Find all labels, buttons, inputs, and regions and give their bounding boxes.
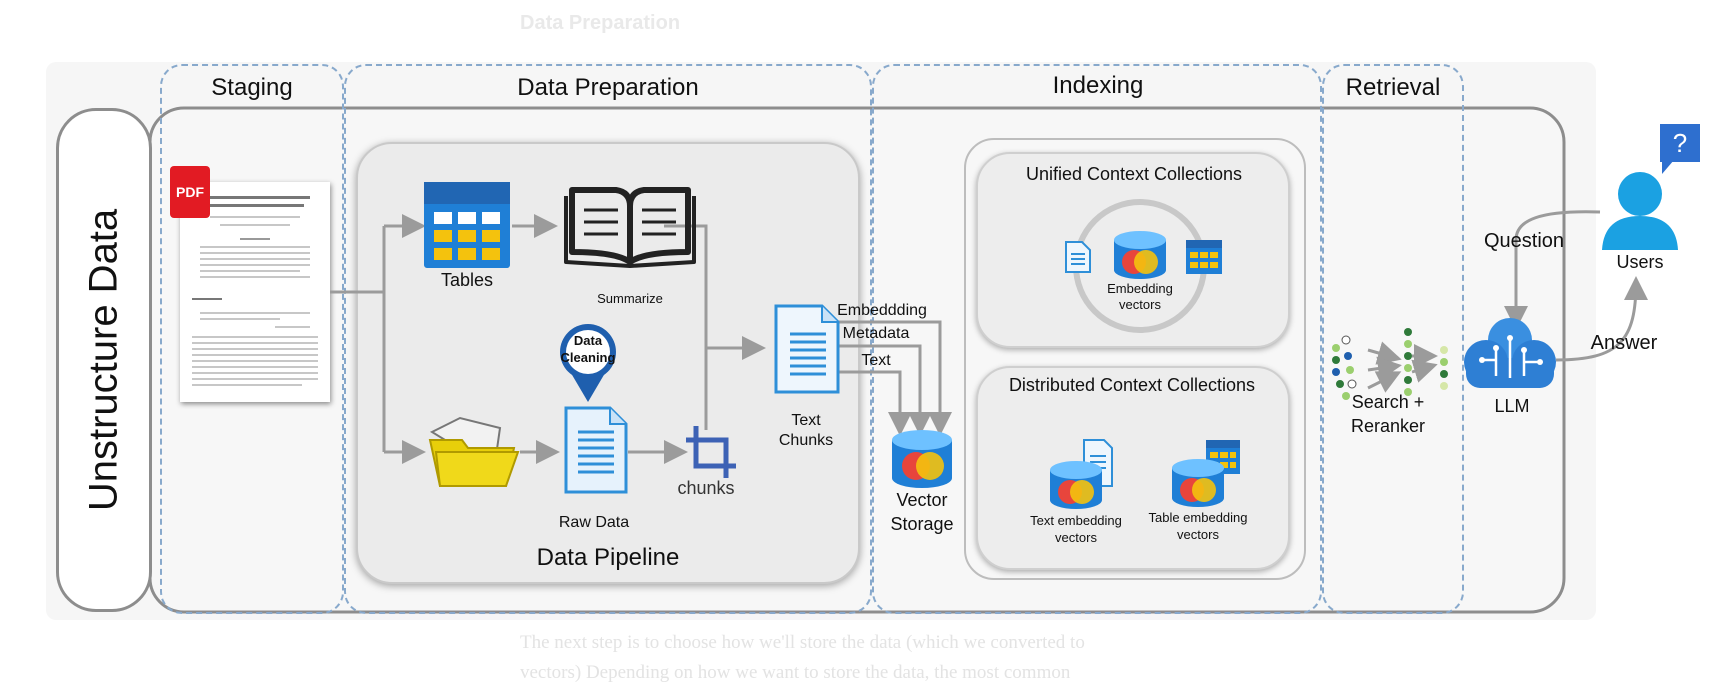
document-icon [774,304,840,394]
answer-label: Answer [1590,332,1658,354]
unstructured-data-label-box: Unstructure Data [56,108,152,612]
paper-document-thumbnail [180,182,330,402]
question-badge-icon: ? [1660,124,1700,174]
text-embedding-label-line2: vectors [1055,530,1097,545]
users-label: Users [1616,252,1664,272]
data-pipeline-title: Data Pipeline [536,544,680,571]
llm-label: LLM [1494,396,1530,416]
open-book-icon [564,187,696,268]
ghost-paragraph-line: The next step is to choose how we'll sto… [520,632,1085,653]
location-pin-icon [560,324,616,402]
staging-title: Staging [211,74,293,101]
database-icon [1114,231,1166,279]
database-icon [1050,461,1102,509]
unified-embedding-label-line1: Embedding [1107,281,1173,296]
staging-frame [160,64,344,614]
question-label: Question [1483,230,1565,252]
vector-storage-label-line1: Vector [896,490,948,510]
chunks-label: chunks [677,478,735,498]
summarize-label: Summarize [597,291,663,306]
neural-network-icon [1332,328,1448,400]
preparation-title: Data Preparation [517,74,699,101]
retrieval-title: Retrieval [1345,74,1441,101]
unified-embedding-label-line2: vectors [1119,297,1161,312]
data-cleaning-label-line1: Data [573,333,603,348]
distributed-collections-title: Distributed Context Collections [1008,375,1256,395]
table-embedding-label-line1: Table embedding [1148,510,1248,525]
database-icon [892,430,952,488]
text-chunks-label-line1: Text [791,412,821,429]
icon-layer: ? [330,124,1700,509]
metadata-stream-label: Metadata [842,325,910,342]
preparation-frame [344,64,872,614]
retrieval-frame [1322,64,1464,614]
raw-data-label: Raw Data [558,514,630,531]
tables-label: Tables [440,270,494,290]
data-cleaning-label-line2: Cleaning [560,350,616,365]
unified-collections-title: Unified Context Collections [1025,164,1243,184]
database-icon [1172,459,1224,507]
table-embedding-label-line2: vectors [1177,527,1219,542]
search-reranker-label-line2: Reranker [1350,416,1426,436]
document-icon [1065,241,1091,273]
indexing-frame [872,64,1322,614]
user-icon [1602,172,1678,250]
search-reranker-label-line1: Search + [1351,392,1425,412]
text-chunks-label-line2: Chunks [778,432,834,449]
crop-icon [686,426,736,478]
text-embedding-label-line1: Text embedding [1030,513,1122,528]
text-stream-label: Text [861,352,891,369]
svg-text:?: ? [1673,128,1687,158]
unified-collections-outer [964,138,1306,580]
brain-circuit-icon [1464,318,1556,388]
table-icon [424,182,510,268]
indexing-title: Indexing [1052,72,1144,99]
ghost-heading: Data Preparation [520,12,681,34]
folder-icon [428,416,520,487]
document-icon [564,406,628,494]
pdf-icon: PDF [170,166,210,218]
embedding-stream-label: Embeddding [837,302,927,319]
vector-storage-label-line2: Storage [890,514,954,534]
table-icon [1186,240,1222,274]
